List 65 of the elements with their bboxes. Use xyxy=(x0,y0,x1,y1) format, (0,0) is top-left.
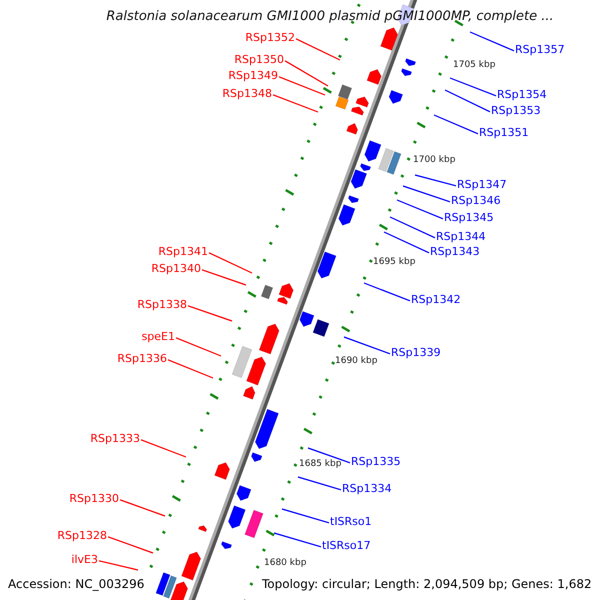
leader-line xyxy=(168,359,214,379)
leader-line xyxy=(470,31,514,52)
gene-label: RSp1335 xyxy=(351,455,401,468)
leader-line xyxy=(296,38,340,61)
leader-line xyxy=(188,305,232,322)
scale-label: 1685 kbp xyxy=(299,459,342,470)
leader-line xyxy=(402,185,450,202)
scale-label: 1690 kbp xyxy=(335,356,378,367)
gene-label: RSp1330 xyxy=(69,492,119,505)
leader-line xyxy=(414,174,456,186)
leader-line xyxy=(434,114,478,134)
gene-label: RSp1352 xyxy=(245,31,295,44)
leader-line xyxy=(444,89,490,112)
leader-line xyxy=(278,76,326,96)
leader-line xyxy=(176,337,222,357)
leader-line xyxy=(202,269,246,286)
gene-label: RSp1338 xyxy=(137,298,187,311)
gene-label: tISRso1 xyxy=(330,515,372,528)
leader-line xyxy=(390,216,436,238)
leader-line xyxy=(284,60,328,87)
leader-line xyxy=(282,508,330,524)
gene-label: RSp1342 xyxy=(411,293,461,306)
leader-line xyxy=(364,282,410,302)
leader-line xyxy=(272,94,318,113)
gene-label: RSp1350 xyxy=(234,53,284,66)
gene-label: RSp1351 xyxy=(479,126,529,139)
leader-line xyxy=(450,77,496,96)
gene-label: tISRso17 xyxy=(322,539,371,552)
gene-label: RSp1353 xyxy=(491,104,541,117)
footer-text: Accession: NC_003296 xyxy=(8,577,144,591)
gene-label: speE1 xyxy=(142,330,175,343)
leader-line xyxy=(344,336,390,354)
gene-label: RSp1336 xyxy=(117,352,167,365)
leader-line xyxy=(140,439,186,458)
gene-label: RSp1346 xyxy=(451,194,501,207)
gene-label: RSp1340 xyxy=(151,262,201,275)
gene-label: RSp1328 xyxy=(57,529,107,542)
leader-line xyxy=(396,199,444,220)
leader-line xyxy=(384,231,430,254)
gene-label: ilvE3 xyxy=(71,553,98,566)
gene-label: RSp1354 xyxy=(497,88,547,101)
footer-text: Topology: circular; Length: 2,094,509 bp; Genes: 1,682 xyxy=(262,577,592,591)
gene-label: RSp1334 xyxy=(342,482,392,495)
scale-label: 1695 kbp xyxy=(373,257,416,268)
leader-line xyxy=(308,447,350,464)
gene-label: RSp1333 xyxy=(90,432,140,445)
leader-line xyxy=(98,560,138,571)
gene-label: RSp1339 xyxy=(391,346,441,359)
gene-label: RSp1343 xyxy=(430,245,480,258)
scale-label: 1705 kbp xyxy=(453,60,496,71)
leader-line xyxy=(120,499,166,517)
leader-line xyxy=(298,476,342,490)
scale-label: 1680 kbp xyxy=(264,558,306,569)
gene-label: RSp1348 xyxy=(222,87,272,100)
gene-label: RSp1341 xyxy=(158,245,208,258)
gene-label: RSp1357 xyxy=(515,43,565,56)
gene-label: RSp1347 xyxy=(457,178,507,191)
gene-label: RSp1349 xyxy=(228,69,278,82)
title: Ralstonia solanacearum GMI1000 plasmid pGMI1000MP, complete ... xyxy=(105,9,555,25)
gene-label: RSp1344 xyxy=(436,230,486,243)
leader-line xyxy=(108,536,154,554)
scale-label: 1700 kbp xyxy=(413,155,456,166)
gene-label: RSp1345 xyxy=(444,211,494,224)
leader-line xyxy=(274,532,322,548)
leader-line xyxy=(208,252,252,274)
